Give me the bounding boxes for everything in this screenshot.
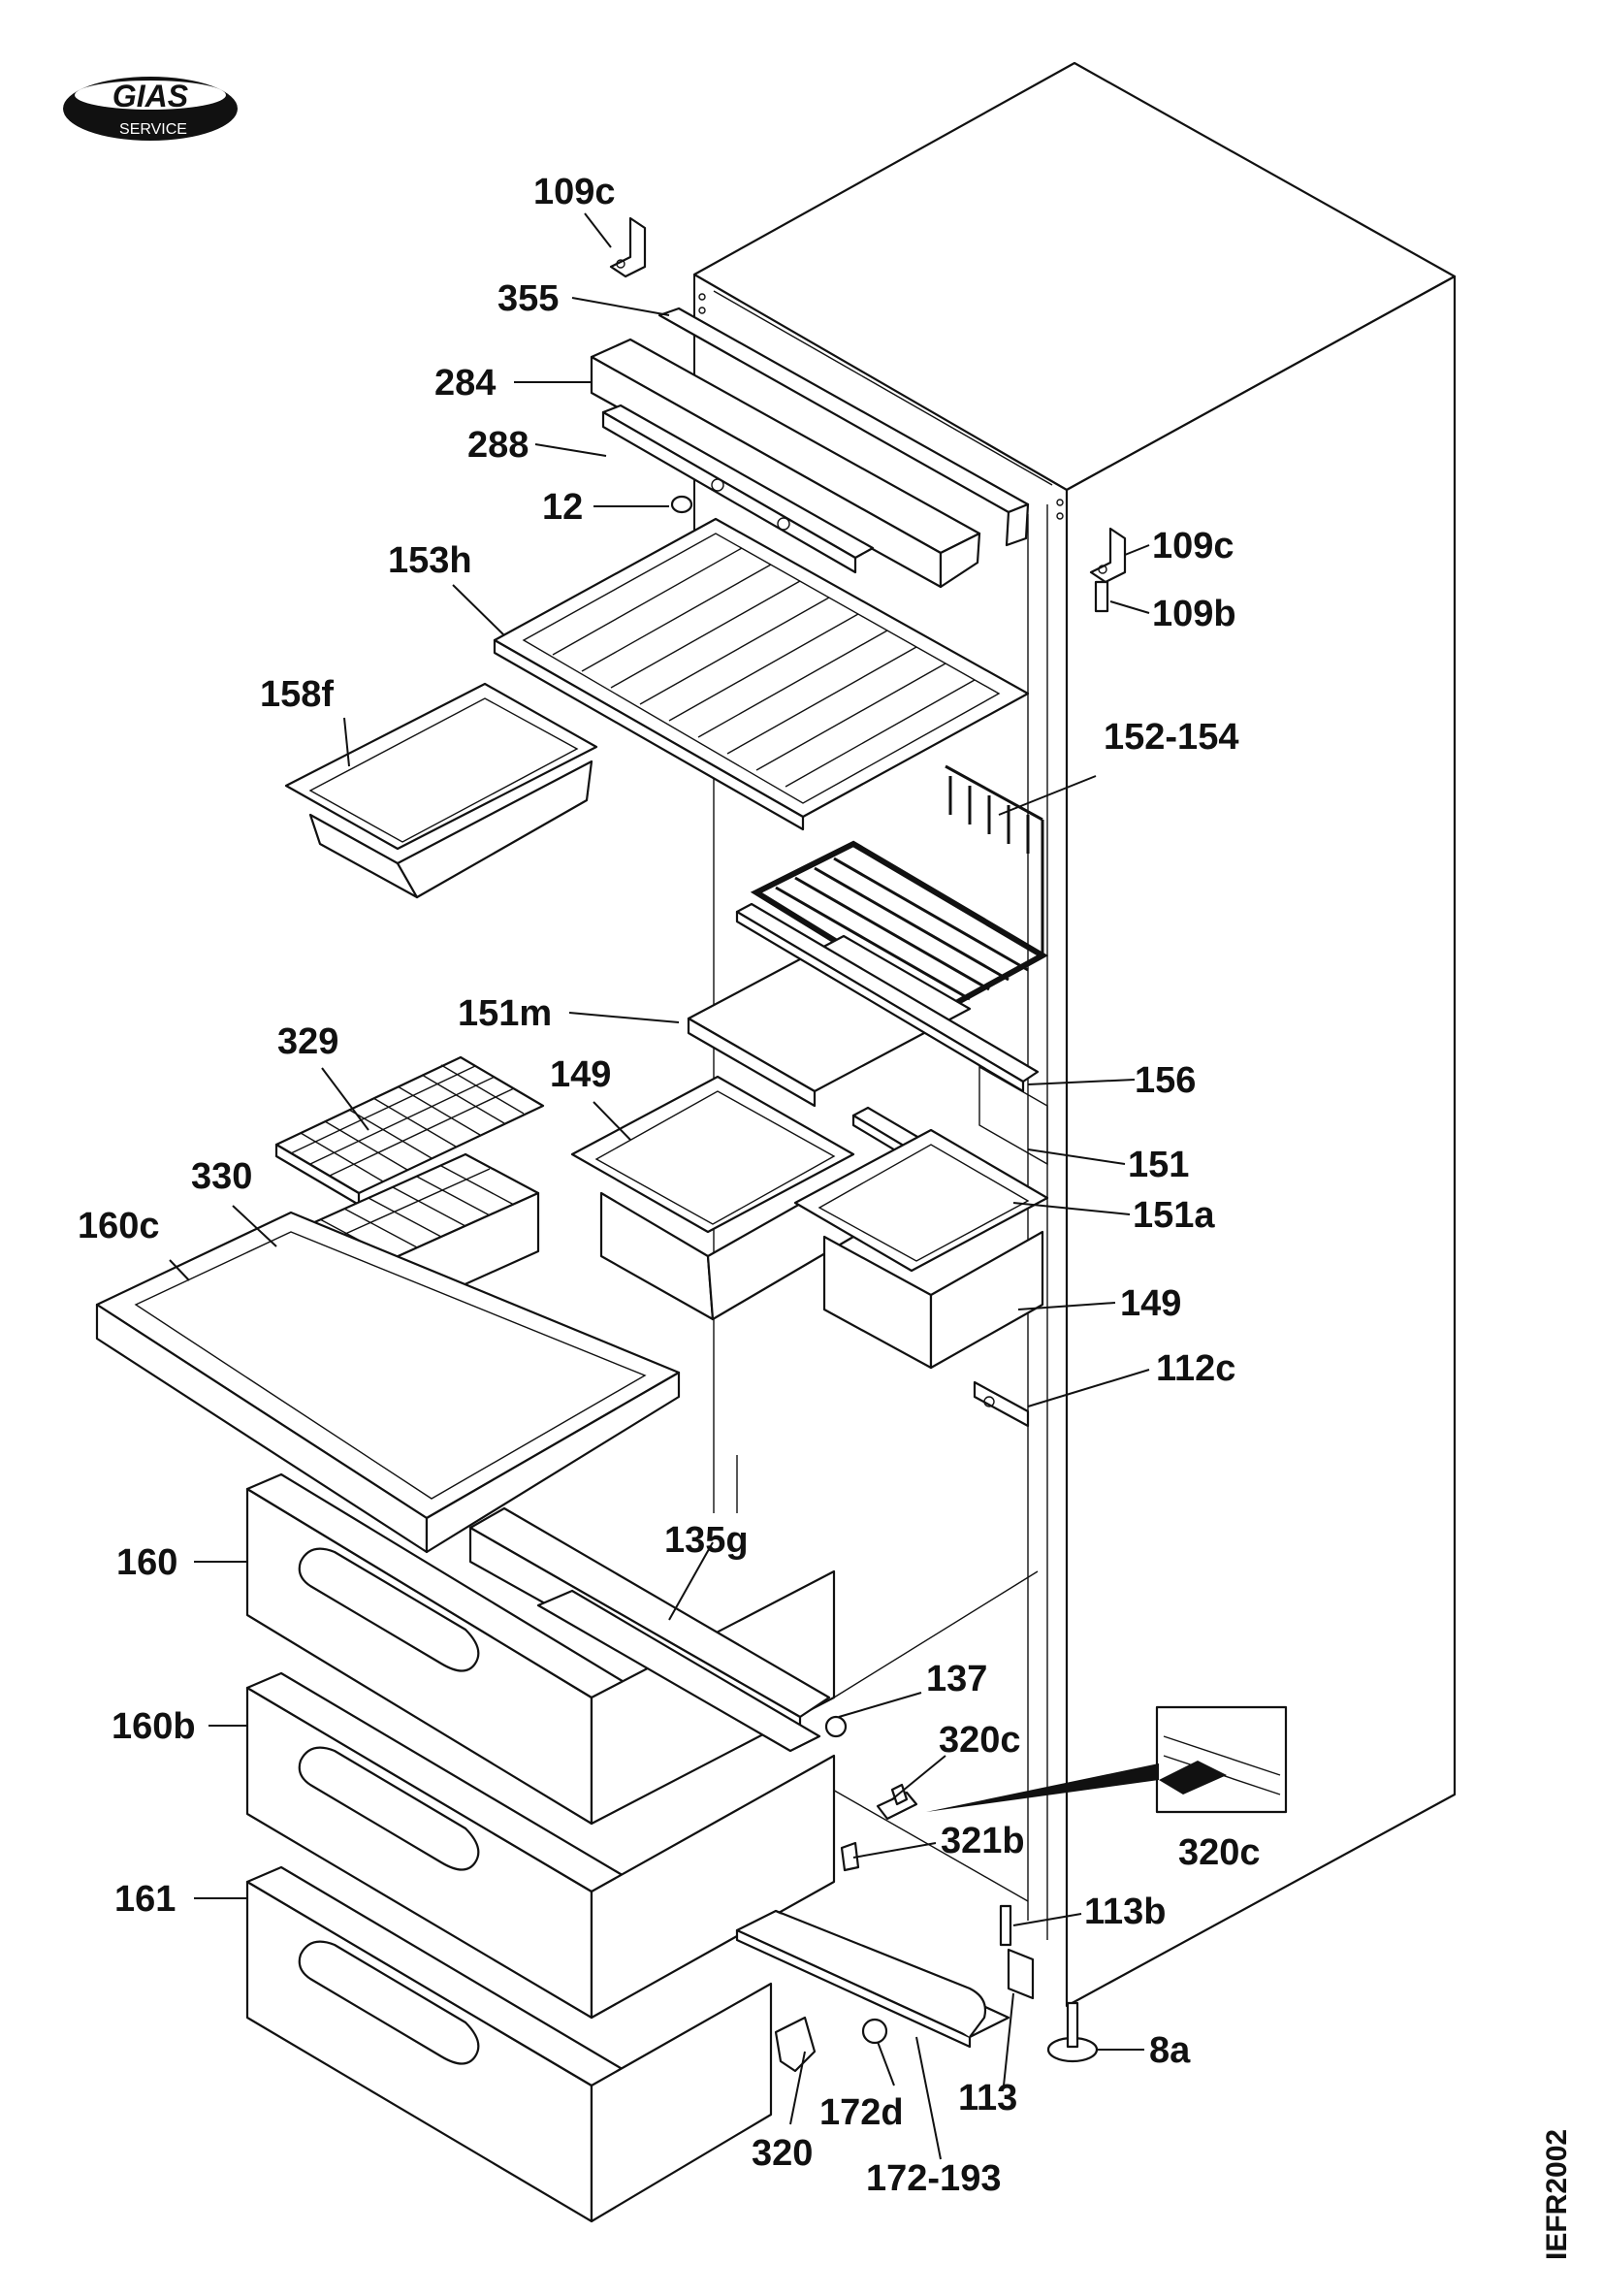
label-153h: 153h xyxy=(388,540,472,581)
plinth-172-193 xyxy=(735,1909,1010,2049)
label-156: 156 xyxy=(1135,1060,1196,1101)
part-labels: 109c 355 284 288 12 153h 109c 109b 158f … xyxy=(78,172,1261,2199)
knob-12 xyxy=(670,495,693,514)
logo-sub: SERVICE xyxy=(119,121,187,138)
trim-288 xyxy=(601,404,875,574)
label-284: 284 xyxy=(434,363,496,404)
crisper-149-right xyxy=(793,1128,1049,1370)
label-320c-a: 320c xyxy=(939,1720,1021,1761)
gias-service-logo: GIAS SERVICE xyxy=(63,77,238,141)
label-109c-top: 109c xyxy=(533,172,616,212)
label-172-193: 172-193 xyxy=(866,2158,1001,2199)
label-329: 329 xyxy=(277,1021,338,1062)
pin-137 xyxy=(824,1715,848,1738)
cabinet xyxy=(692,61,1457,2008)
top-strip-355 xyxy=(657,307,1030,547)
label-135g: 135g xyxy=(664,1520,749,1561)
label-151a: 151a xyxy=(1133,1195,1215,1236)
screw-109b xyxy=(1094,580,1109,613)
pin-113b xyxy=(999,1904,1012,1947)
label-160c: 160c xyxy=(78,1206,160,1246)
label-160b: 160b xyxy=(112,1706,196,1747)
drawer-160b xyxy=(245,1671,836,2020)
label-152-154: 152-154 xyxy=(1104,717,1238,758)
label-149-left: 149 xyxy=(550,1054,611,1095)
drawer-161 xyxy=(245,1865,773,2223)
bracket-109c-top xyxy=(609,216,647,278)
divider-151 xyxy=(978,1065,1048,1166)
cover-320 xyxy=(774,2016,817,2073)
knob-172d xyxy=(861,2018,888,2045)
label-151: 151 xyxy=(1128,1145,1189,1185)
label-149-right: 149 xyxy=(1120,1283,1181,1324)
ice-tray-cover-329 xyxy=(274,1055,545,1207)
label-8a: 8a xyxy=(1149,2030,1191,2071)
glass-shelf-153h xyxy=(493,517,1030,831)
inset-detail-320c xyxy=(926,1705,1288,1814)
label-151m: 151m xyxy=(458,993,552,1034)
label-172d: 172d xyxy=(819,2092,904,2133)
rail-156 xyxy=(735,902,1040,1093)
leader-lines xyxy=(169,212,1150,2160)
label-112c: 112c xyxy=(1156,1348,1235,1389)
foot-8a xyxy=(1046,2001,1099,2063)
flap-135g xyxy=(468,1506,831,1753)
label-355: 355 xyxy=(497,278,559,319)
label-113b: 113b xyxy=(1084,1892,1167,1932)
label-109b: 109b xyxy=(1152,594,1236,634)
latch-320c xyxy=(876,1783,918,1821)
hinge-113 xyxy=(1007,1948,1035,2000)
label-113: 113 xyxy=(958,2078,1017,2118)
box-158f xyxy=(284,682,598,899)
stop-321b xyxy=(840,1841,860,1872)
label-321b: 321b xyxy=(941,1821,1025,1861)
label-12: 12 xyxy=(542,487,583,528)
label-158f: 158f xyxy=(260,674,334,715)
label-330: 330 xyxy=(191,1156,252,1197)
label-161: 161 xyxy=(114,1879,176,1920)
label-320: 320 xyxy=(752,2133,813,2174)
label-320c-b: 320c xyxy=(1178,1832,1261,1873)
label-160: 160 xyxy=(116,1542,177,1583)
label-137: 137 xyxy=(926,1659,987,1699)
control-panel-284 xyxy=(590,338,981,589)
drawing-code: IEFR2002 xyxy=(1541,2129,1573,2260)
label-109c-right: 109c xyxy=(1152,526,1234,566)
shelf-151m xyxy=(687,934,972,1108)
label-288: 288 xyxy=(467,425,529,466)
logo-brand: GIAS xyxy=(112,79,189,113)
freezer-shelf-160c xyxy=(95,1211,681,1554)
hinge-112c xyxy=(973,1380,1030,1428)
